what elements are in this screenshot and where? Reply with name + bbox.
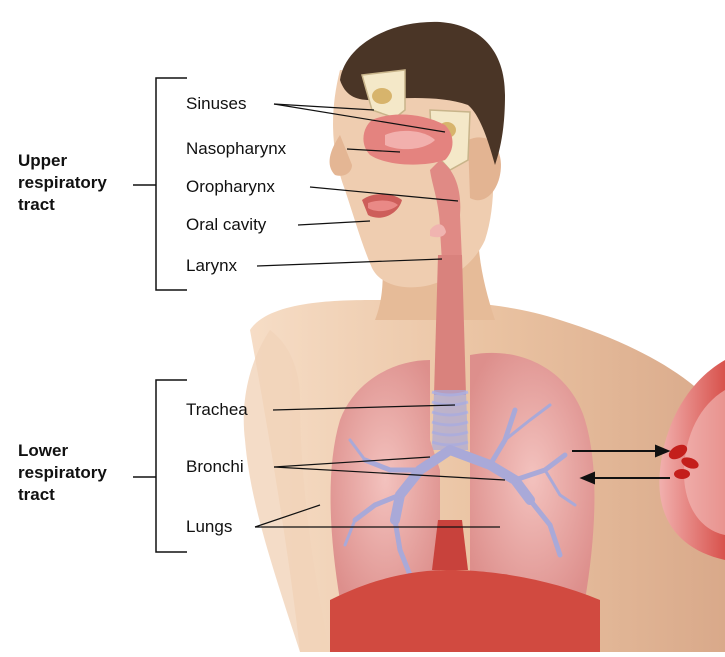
- upper-label-line1: Upper: [18, 150, 107, 172]
- lower-label-line1: Lower: [18, 440, 107, 462]
- lower-bracket: [133, 380, 187, 552]
- trachea-tube: [434, 255, 466, 395]
- upper-bracket: [133, 78, 187, 290]
- label-lungs: Lungs: [186, 517, 232, 537]
- lower-label-line3: tract: [18, 484, 107, 506]
- label-trachea: Trachea: [186, 400, 248, 420]
- lower-respiratory-tract-label: Lower respiratory tract: [18, 440, 107, 506]
- lower-label-line2: respiratory: [18, 462, 107, 484]
- label-bronchi: Bronchi: [186, 457, 244, 477]
- upper-label-line3: tract: [18, 194, 107, 216]
- label-larynx: Larynx: [186, 256, 237, 276]
- label-oral-cavity: Oral cavity: [186, 215, 266, 235]
- upper-label-line2: respiratory: [18, 172, 107, 194]
- label-oropharynx: Oropharynx: [186, 177, 275, 197]
- red-blood-cell: [674, 469, 690, 479]
- trachea-cartilage: [432, 390, 468, 450]
- upper-respiratory-tract-label: Upper respiratory tract: [18, 150, 107, 216]
- label-sinuses: Sinuses: [186, 94, 246, 114]
- label-nasopharynx: Nasopharynx: [186, 139, 286, 159]
- frontal-sinus: [372, 88, 392, 104]
